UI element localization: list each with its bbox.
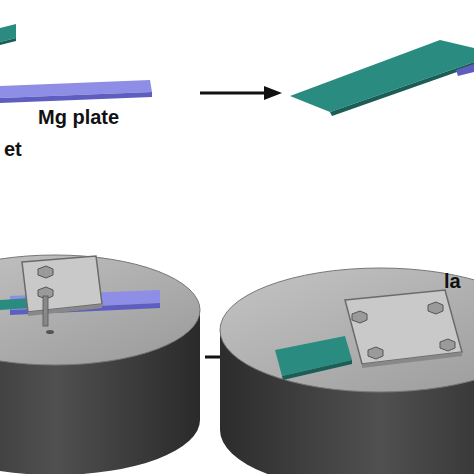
- part-label: et: [4, 138, 22, 160]
- clamping-fixture: [0, 255, 200, 474]
- clamped-fixture: [220, 268, 474, 474]
- part-label: Mg plate: [38, 106, 119, 128]
- part-label: la: [444, 270, 461, 292]
- parts-before: [0, 24, 152, 103]
- joined-parts: [290, 40, 474, 116]
